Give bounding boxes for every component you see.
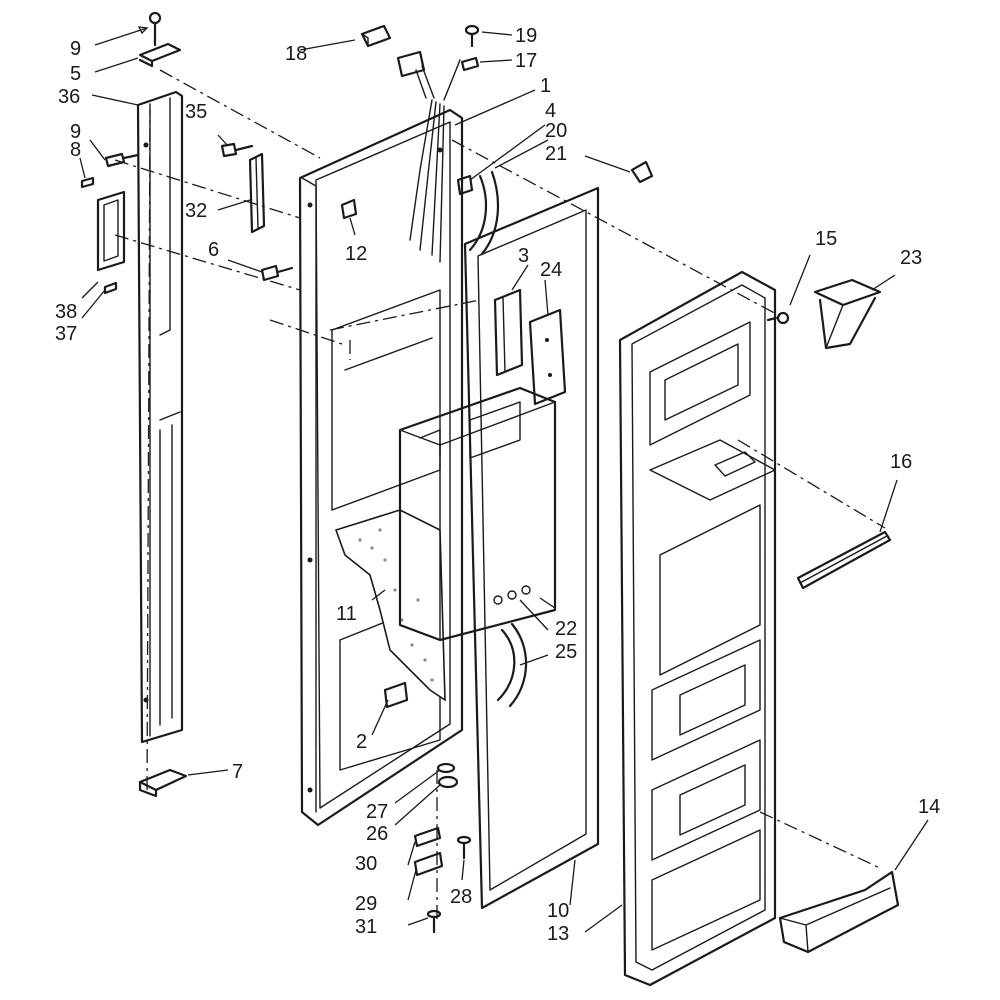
screw-15 [766,311,790,325]
clamp-17 [460,56,480,72]
bracket-3 [493,288,524,377]
callout-26: 26 [366,823,388,845]
hinge-plate-30 [413,826,442,848]
door-gasket-10 [463,186,600,910]
callout-32: 32 [185,200,207,222]
callout-21: 21 [545,143,567,165]
callout-27: 27 [366,801,388,823]
callout-38: 38 [55,301,77,323]
callout-25: 25 [555,641,577,663]
callout-3: 3 [518,245,529,267]
callout-10: 10 [547,900,569,922]
callout-36: 36 [58,86,80,108]
callout-16: 16 [890,451,912,473]
side-trim-panel-36 [136,90,184,744]
callout-19: 19 [515,25,537,47]
callout-7: 7 [232,761,243,783]
door-bin-14 [778,870,900,954]
callout-4: 4 [545,100,556,122]
callout-12: 12 [345,243,367,265]
callout-35: 35 [185,101,207,123]
callout-1: 1 [540,75,551,97]
callout-23: 23 [900,247,922,269]
wire-nut-21 [630,160,654,184]
callout-15: 15 [815,228,837,250]
leader-lines [79,26,929,933]
callout-5: 5 [70,63,81,85]
callout-17: 17 [515,50,537,72]
screw-6 [260,264,294,282]
callout-30: 30 [355,853,377,875]
foam-insulation-11 [334,509,446,702]
strip-32 [248,152,266,234]
clip-12 [340,198,358,220]
grommet-4 [456,174,474,196]
callout-29: 29 [355,893,377,915]
screw-35 [220,142,254,158]
dispenser-housing-22 [398,386,557,642]
callout-14: 14 [918,796,940,818]
trim-strip-16 [796,530,892,590]
callout-6: 6 [208,239,219,261]
screw-9-side [104,152,140,168]
screw-28 [456,835,472,860]
callout-31: 31 [355,916,377,938]
callout-labels: 9 5 36 9 8 18 19 17 1 4 20 21 35 32 12 6… [55,25,940,945]
plug-8 [80,176,95,189]
connector-18 [360,24,392,48]
handle-pocket-38 [96,190,126,272]
screw-19 [464,24,480,48]
callout-2: 2 [356,731,367,753]
callout-9-side: 9 [70,121,81,143]
chute-23 [813,278,882,350]
callout-13: 13 [547,923,569,945]
callout-37: 37 [55,323,77,345]
callout-22: 22 [555,618,577,640]
callout-9-top: 9 [70,38,81,60]
tube-25 [496,622,528,708]
switch-2 [383,681,409,709]
tube-20 [468,170,500,256]
hinge-plate-29 [413,851,444,877]
hinge-bushing-27 [436,762,459,789]
callout-20: 20 [545,120,567,142]
bracket-5 [138,42,182,68]
callout-24: 24 [540,259,562,281]
assembly-guide-lines [114,69,886,920]
door-frame-1 [298,108,464,827]
callout-28: 28 [450,886,472,908]
callout-18: 18 [285,43,307,65]
callout-11: 11 [336,603,357,625]
plate-24 [528,308,567,406]
callout-8: 8 [70,139,81,161]
screw-9-top [148,11,162,47]
hinge-cover-7 [138,768,188,798]
screw-31 [426,909,442,934]
plug-37 [103,281,118,295]
wire-harness [396,50,461,263]
door-liner-13 [618,270,777,987]
